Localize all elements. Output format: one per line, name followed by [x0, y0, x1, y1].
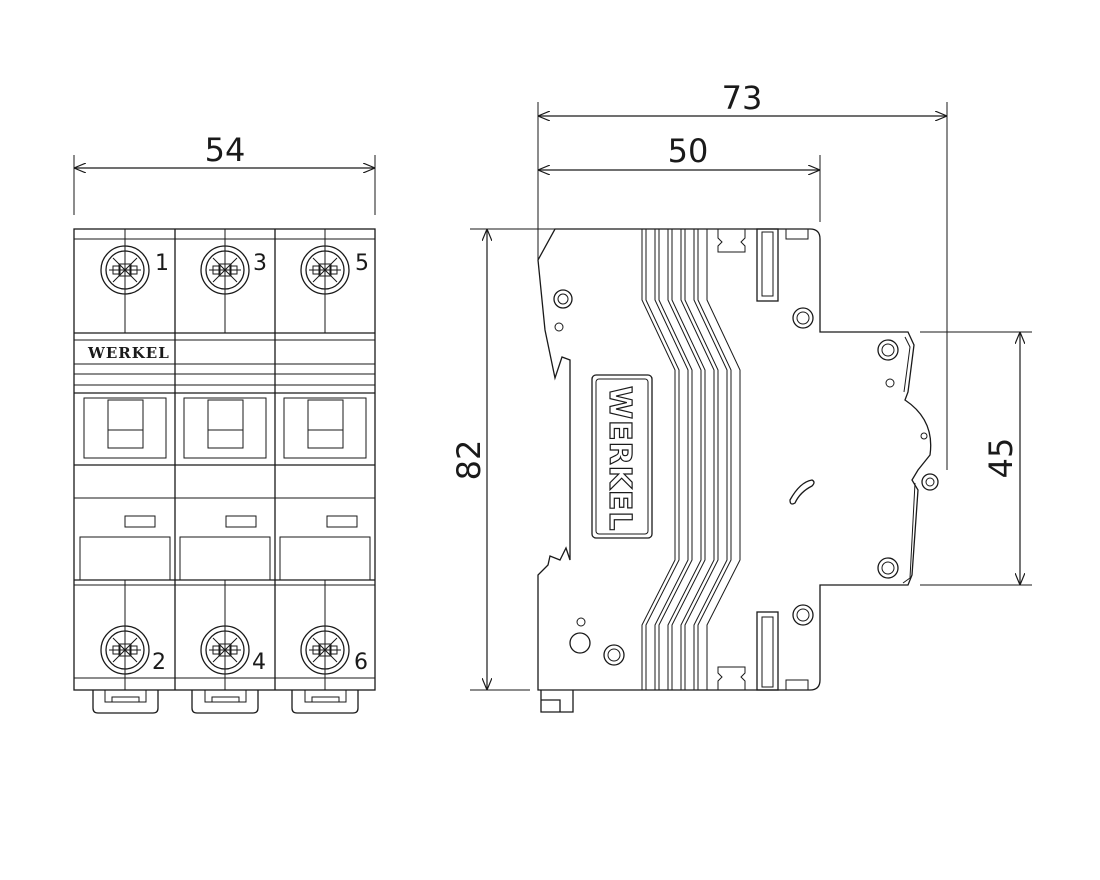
- din-height-label: 45: [982, 438, 1020, 479]
- terminal-label: 2: [152, 650, 166, 675]
- height-label: 82: [450, 440, 488, 481]
- status-window: [326, 515, 358, 528]
- overall-depth-label: 73: [722, 79, 763, 117]
- pole-3: 5 6: [279, 229, 371, 714]
- depth-dimension-50: 50: [538, 132, 821, 222]
- status-window: [225, 515, 257, 528]
- layer-lines: [641, 229, 741, 690]
- body-depth-label: 50: [668, 132, 709, 170]
- width-dimension-label: 54: [205, 131, 246, 169]
- brand-logo-front: WERKEL: [87, 344, 170, 362]
- din-height-dimension-45: 45: [920, 331, 1032, 586]
- side-body-outline: [537, 228, 932, 691]
- status-window: [124, 515, 156, 528]
- front-view: 54 1 2: [73, 131, 376, 714]
- indicator-slot: [789, 479, 815, 505]
- pole-2: 3 4: [179, 229, 271, 714]
- width-dimension: 54: [73, 131, 376, 215]
- terminal-label: 3: [253, 251, 267, 276]
- terminal-label: 5: [355, 251, 369, 276]
- terminal-label: 4: [252, 650, 266, 675]
- pole-1: 1 2: [79, 229, 171, 714]
- mounting-holes: [553, 289, 939, 666]
- terminal-label: 6: [354, 650, 368, 675]
- brand-logo-side: WERKEL: [602, 386, 637, 532]
- side-view: 73 50 82 45: [450, 79, 1032, 713]
- depth-dimension-73: 73: [537, 79, 948, 470]
- terminal-label: 1: [155, 251, 169, 276]
- height-dimension-82: 82: [450, 228, 560, 691]
